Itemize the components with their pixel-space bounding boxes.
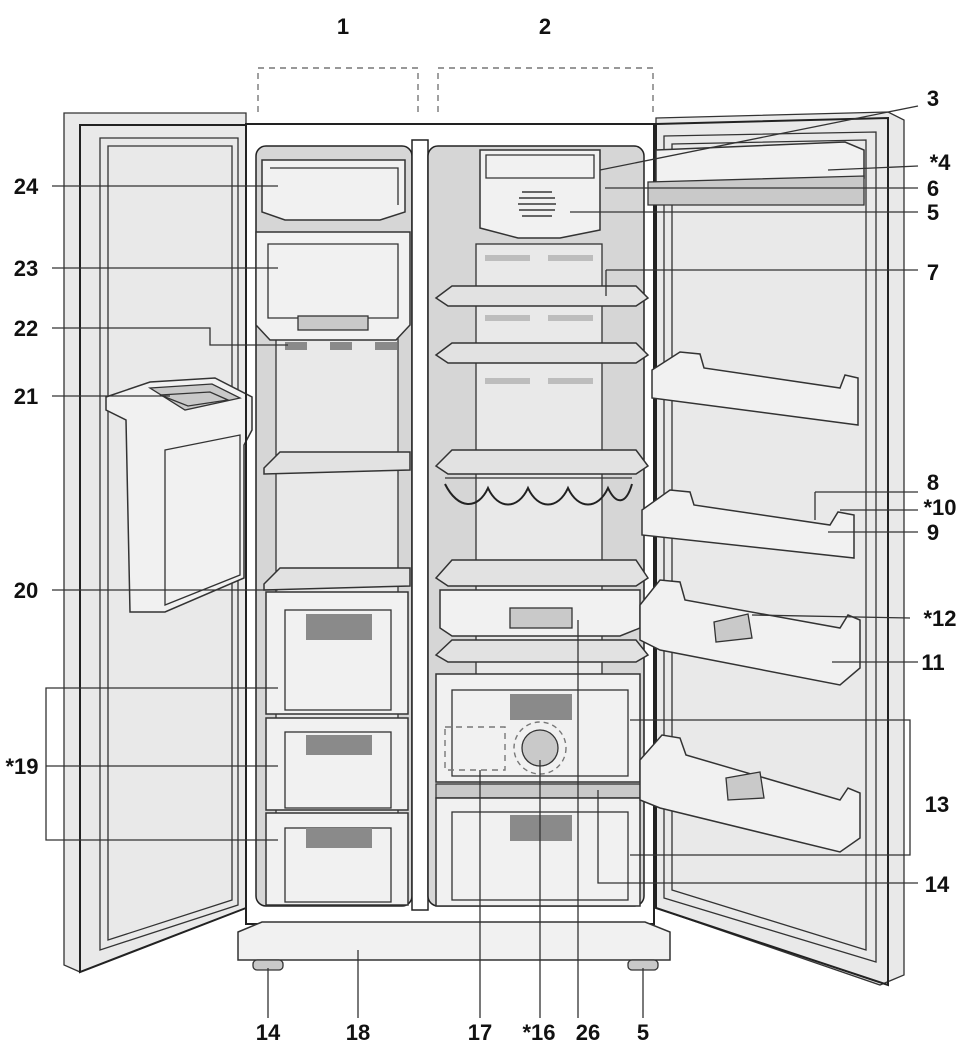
callout-5-bottom: 5: [637, 1020, 649, 1043]
zone-brackets: [257, 67, 654, 112]
callout-10: *10: [923, 495, 956, 520]
freezer-shelf: [263, 451, 411, 475]
callout-7: 7: [927, 260, 939, 285]
door-shelves: [639, 351, 861, 853]
callout-14: 14: [925, 872, 950, 897]
callout-4: *4: [930, 150, 952, 175]
ice-crusher: [285, 342, 397, 350]
callout-8: 8: [927, 470, 939, 495]
callout-5: 5: [927, 200, 939, 225]
callout-labels: 1 2 3 *4 6 5 7 8 *10 9 *12 11 13 14 24 2…: [5, 14, 956, 1043]
chiller-drawer: [439, 589, 641, 637]
callout-26: 26: [576, 1020, 600, 1043]
fridge-shelves: [434, 285, 650, 663]
ice-bin: [255, 231, 411, 341]
callout-12: *12: [923, 606, 956, 631]
callout-20: 20: [14, 578, 38, 603]
callout-18: 18: [346, 1020, 370, 1043]
base-grille: [237, 921, 671, 971]
callout-22: 22: [14, 316, 38, 341]
callout-3: 3: [927, 86, 939, 111]
callout-16: *16: [522, 1020, 555, 1043]
ice-maker: [261, 159, 406, 221]
crisper-drawers: [435, 673, 641, 907]
callout-17: 17: [468, 1020, 492, 1043]
dairy-compartment: [647, 141, 865, 206]
wine-rack: [444, 477, 633, 506]
callout-14-bottom: 14: [256, 1020, 281, 1043]
callout-1: 1: [337, 14, 349, 39]
callout-9: 9: [927, 520, 939, 545]
callout-11: 11: [921, 650, 944, 675]
callout-19: *19: [5, 754, 38, 779]
freezer-shelf-lower: [263, 567, 411, 591]
callout-13: 13: [925, 792, 949, 817]
leader-lines: [45, 105, 919, 1018]
callout-21: 21: [14, 384, 38, 409]
callout-6: 6: [927, 176, 939, 201]
dispenser: [105, 377, 253, 613]
freezer-drawers: [265, 591, 409, 906]
fridge-light-fan: [479, 149, 601, 239]
callout-23: 23: [14, 256, 38, 281]
callout-24: 24: [14, 174, 39, 199]
callout-2: 2: [539, 14, 551, 39]
